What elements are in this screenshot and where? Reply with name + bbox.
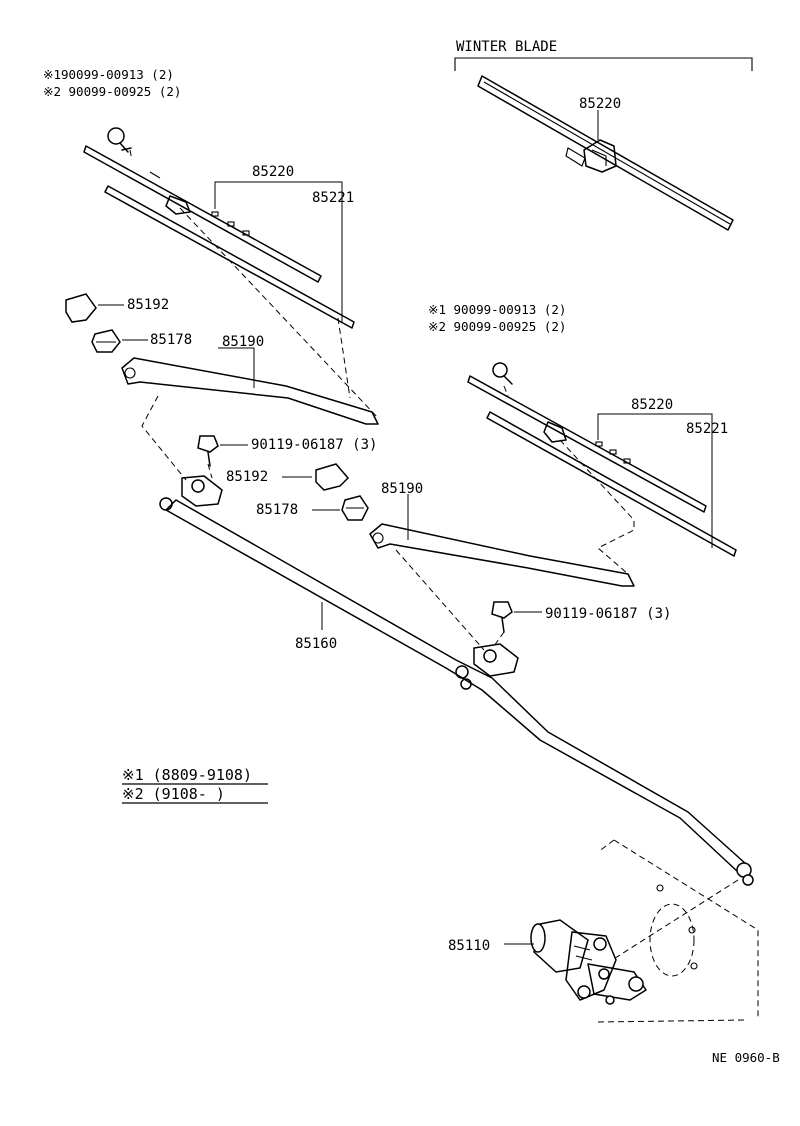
left-arm-leader bbox=[218, 347, 255, 388]
left-wiper-blade bbox=[83, 145, 322, 283]
left-nut-part: 85178 bbox=[150, 332, 192, 348]
right-arm-cap-icon bbox=[315, 463, 350, 491]
left-pivot bbox=[159, 475, 223, 511]
right-pivot bbox=[455, 643, 519, 690]
left-fastener-2-label: ※2 90099-00925 (2) bbox=[43, 84, 181, 99]
right-bolt-icon bbox=[491, 601, 513, 633]
right-fastener-1-label: ※1 90099-00913 (2) bbox=[428, 302, 566, 317]
right-wiper-arm bbox=[369, 523, 635, 587]
left-bolt-part: 90119-06187 (3) bbox=[251, 437, 377, 453]
left-fastener-1-label: ※190099-00913 (2) bbox=[43, 67, 174, 82]
left-arm-cap-icon bbox=[65, 293, 97, 323]
left-assembly: ※190099-00913 (2) ※2 90099-00925 (2) 852… bbox=[43, 67, 379, 511]
note-2: ※2 (9108- ) bbox=[122, 785, 225, 803]
right-blade-part: 85220 bbox=[631, 397, 673, 413]
link-part: 85160 bbox=[295, 636, 337, 652]
left-blade-rubber bbox=[104, 185, 355, 329]
right-fastener-2-label: ※2 90099-00925 (2) bbox=[428, 319, 566, 334]
right-blade-rubber bbox=[486, 411, 737, 557]
motor-part: 85110 bbox=[448, 938, 490, 954]
winter-blade-bracket bbox=[454, 57, 753, 71]
left-arm-part: 85190 bbox=[222, 334, 264, 350]
note-1: ※1 (8809-9108) bbox=[122, 766, 252, 784]
notes: ※1 (8809-9108) ※2 (9108- ) bbox=[122, 766, 268, 804]
left-rubber-part: 85221 bbox=[312, 190, 354, 206]
winter-blade-drawing bbox=[477, 75, 734, 231]
left-bolt-icon bbox=[197, 435, 219, 467]
left-arm-nut-icon bbox=[91, 329, 121, 353]
right-blade-leader bbox=[597, 413, 713, 548]
right-nut-part: 85178 bbox=[256, 502, 298, 518]
right-cap-part: 85192 bbox=[226, 469, 268, 485]
left-blade-part: 85220 bbox=[252, 164, 294, 180]
right-arm-nut-icon bbox=[341, 495, 369, 521]
winter-blade-group: WINTER BLADE 85220 bbox=[454, 39, 753, 231]
left-blade-leader bbox=[214, 181, 343, 322]
winter-blade-title: WINTER BLADE bbox=[456, 39, 557, 55]
right-bolt-part: 90119-06187 (3) bbox=[545, 606, 671, 622]
winter-blade-part: 85220 bbox=[579, 96, 621, 112]
right-wiper-blade bbox=[467, 375, 707, 513]
left-wiper-arm bbox=[121, 357, 379, 425]
left-cap-part: 85192 bbox=[127, 297, 169, 313]
diagram-code: NE 0960-B bbox=[712, 1050, 780, 1065]
left-blade-screw-icon bbox=[107, 127, 132, 153]
right-assembly: ※1 90099-00913 (2) ※2 90099-00925 (2) 85… bbox=[226, 302, 737, 690]
wiper-link-rod bbox=[165, 499, 754, 886]
right-rubber-part: 85221 bbox=[686, 421, 728, 437]
body-panel bbox=[597, 839, 759, 1023]
right-arm-part: 85190 bbox=[381, 481, 423, 497]
right-blade-screw-icon bbox=[492, 362, 513, 385]
wiper-motor bbox=[530, 919, 647, 1005]
